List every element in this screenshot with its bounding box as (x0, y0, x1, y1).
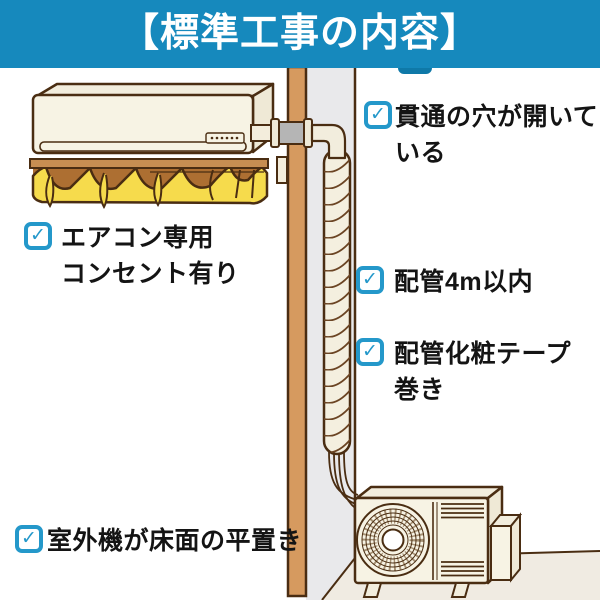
louvers-top (441, 503, 484, 519)
checkmark-icon: ✓ (21, 527, 37, 549)
checklist-label: コンセント有り (61, 260, 240, 288)
checkmark-icon: ✓ (362, 268, 378, 290)
checklist-label: 貫通の穴が開いて (395, 103, 599, 131)
checkmark-icon: ✓ (362, 340, 378, 362)
checkbox-icon: ✓ (24, 222, 52, 250)
header-banner: 【標準工事の内容】 (0, 0, 600, 68)
curtain (29, 158, 269, 210)
checklist-label: 配管化粧テープ (394, 340, 572, 368)
checklist-item-through-hole: ✓ 貫通の穴が開いて いる (364, 99, 598, 171)
tape-wrapped-piping (310, 123, 352, 456)
checkbox-icon: ✓ (364, 101, 392, 129)
foot-left (362, 582, 383, 598)
checklist-item-outdoor-unit-floor: ✓ 室外機が床面の平置き (15, 523, 302, 559)
checklist-label: 室外機が床面の平置き (47, 527, 303, 555)
fan-grille (356, 503, 430, 577)
sleeve-pipe (250, 118, 313, 148)
banner-tab (398, 68, 432, 74)
outdoor-unit (353, 485, 523, 598)
checkbox-icon: ✓ (356, 266, 384, 294)
checkmark-icon: ✓ (30, 224, 46, 246)
checklist-label: 巻き (394, 376, 446, 404)
checklist-label: エアコン専用 (61, 224, 215, 252)
indoor-air-conditioner (31, 82, 275, 155)
valve-cover (488, 512, 523, 583)
pipe-elbow (310, 123, 347, 160)
page-title: 【標準工事の内容】 (119, 11, 480, 55)
curtain-rail (29, 158, 269, 169)
pillar-bracket (276, 156, 288, 184)
checkbox-icon: ✓ (15, 525, 43, 553)
vent-slot (39, 141, 247, 152)
checklist-item-piping-tape: ✓ 配管化粧テープ 巻き (356, 336, 571, 408)
louvers-bottom (441, 561, 484, 577)
foot-right (450, 582, 471, 598)
indicator-panel (205, 132, 245, 144)
checklist-item-dedicated-outlet: ✓ エアコン専用 コンセント有り (24, 220, 240, 292)
checkbox-icon: ✓ (356, 338, 384, 366)
wooden-pillar (276, 65, 308, 598)
checklist-label: いる (395, 139, 447, 167)
checklist-item-piping-length: ✓ 配管4m以内 (356, 264, 533, 300)
checklist-label: 配管4m以内 (394, 268, 534, 296)
checkmark-icon: ✓ (370, 103, 386, 125)
